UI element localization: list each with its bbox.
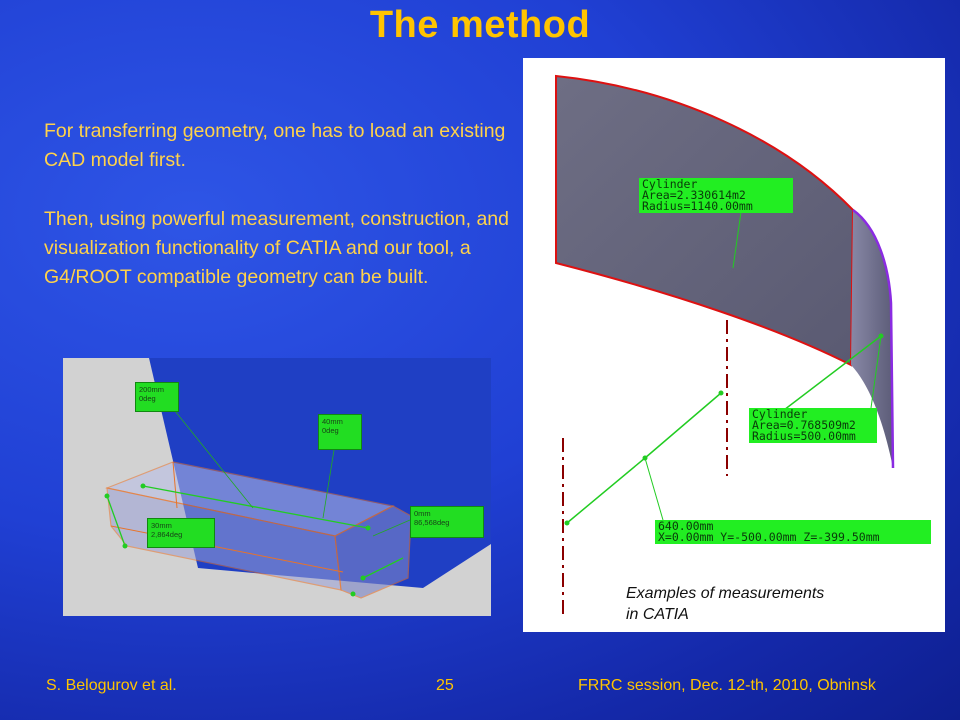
model-measurement-label-3: 0mm 86,568deg — [410, 506, 484, 538]
label-type: Cylinder — [752, 407, 808, 421]
leader-line — [372, 519, 411, 537]
model-measurement-label-2: 40mm 0deg — [318, 414, 362, 450]
large-cylinder-surface — [555, 74, 855, 367]
catia-surface-drawing — [555, 74, 895, 618]
measurement-line — [142, 485, 369, 529]
point-marker — [642, 455, 648, 461]
point-marker — [878, 333, 884, 339]
point-marker — [718, 390, 724, 396]
cylinder-measurement-label-2: Cylinder Area=0.768509m2 Radius=500.00mm — [749, 408, 877, 443]
model-measurement-label-4: 30mm 2,864deg — [147, 518, 215, 548]
point-marker — [350, 591, 356, 597]
caption-line-1: Examples of measurements — [626, 585, 825, 602]
cad-model-drawing — [104, 358, 491, 599]
label-length: 0mm — [414, 509, 431, 518]
purple-edge — [852, 208, 895, 469]
label-area: Area=2.330614m2 — [642, 188, 746, 202]
label-distance: 640.00mm — [658, 519, 714, 533]
leader-line-2 — [870, 335, 882, 409]
catia-measurement-view: Cylinder Area=2.330614m2 Radius=1140.00m… — [523, 58, 945, 632]
point-marker — [360, 575, 366, 581]
cad-model-view: 200mm 0deg 40mm 0deg 0mm 86,568deg 30mm … — [63, 358, 491, 616]
label-angle: 0deg — [322, 426, 339, 435]
label-angle: 0deg — [139, 394, 156, 403]
prism-edge — [172, 461, 178, 509]
intro-paragraph: For transferring geometry, one has to lo… — [44, 120, 506, 171]
measurement-line — [362, 557, 404, 579]
label-length: 30mm — [151, 521, 172, 530]
label-type: Cylinder — [642, 177, 698, 191]
label-area: Area=0.768509m2 — [752, 418, 856, 432]
catia-caption: Examples of measurements in CATIA — [626, 583, 824, 625]
prism-front-face — [106, 487, 342, 591]
footer-author: S. Belogurov et al. — [46, 677, 177, 694]
leader-line-1 — [644, 457, 664, 521]
measurement-line — [106, 495, 126, 547]
point-marker — [122, 543, 128, 549]
label-length: 200mm — [139, 385, 165, 394]
label-angle: 86,568deg — [414, 518, 450, 527]
prism-end-face — [334, 505, 412, 599]
slide-title: The method — [369, 4, 591, 46]
point-marker — [104, 493, 110, 499]
point-marker — [140, 483, 146, 489]
footer-venue: FRRC session, Dec. 12-th, 2010, Obninsk — [578, 677, 876, 694]
label-radius: Radius=1140.00mm — [642, 199, 753, 213]
cylinder-measurement-label-1: Cylinder Area=2.330614m2 Radius=1140.00m… — [639, 178, 793, 213]
small-cylinder-surface — [851, 210, 893, 468]
leader-line — [322, 443, 336, 519]
method-paragraph: Then, using powerful measurement, constr… — [44, 208, 510, 288]
footer-page-number: 25 — [436, 677, 454, 694]
label-radius: Radius=500.00mm — [752, 429, 856, 443]
point-marker — [564, 520, 570, 526]
distance-measurement-label: 640.00mm X=0.00mm Y=-500.00mm Z=-399.50m… — [655, 520, 931, 544]
point-marker — [365, 525, 371, 531]
label-coordinates: X=0.00mm Y=-500.00mm Z=-399.50mm — [658, 530, 880, 544]
model-measurement-label-1: 200mm 0deg — [135, 382, 179, 412]
label-angle: 2,864deg — [151, 530, 183, 539]
leader-line — [170, 405, 254, 509]
label-length: 40mm — [322, 417, 343, 426]
caption-line-2: in CATIA — [626, 606, 689, 623]
